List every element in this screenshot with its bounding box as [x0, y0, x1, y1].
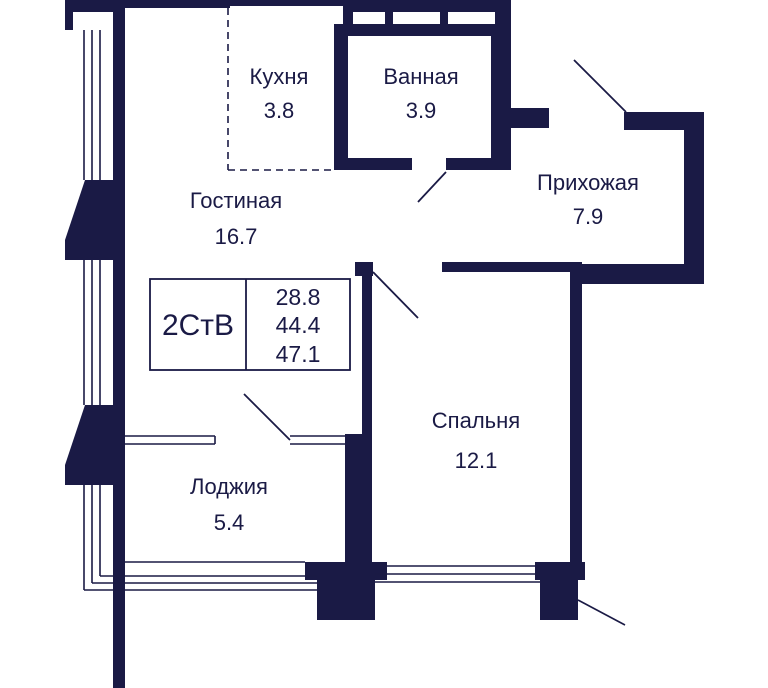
- living-room-area: 16.7: [215, 224, 258, 249]
- unit-badge: 2СтВ 28.8 44.4 47.1: [149, 278, 351, 371]
- bathroom-name: Ванная: [383, 64, 458, 89]
- glazing-lines: [83, 8, 626, 626]
- walls: [65, 0, 704, 688]
- loggia-area: 5.4: [214, 510, 245, 535]
- bedroom-area: 12.1: [455, 448, 498, 473]
- living-area-value: 28.8: [276, 284, 321, 310]
- total-area-value: 44.4: [276, 312, 321, 338]
- area-with-loggia-value: 47.1: [276, 341, 321, 367]
- room-labels: Кухня 3.8 Ванная 3.9 Прихожая 7.9 Гостин…: [190, 64, 639, 535]
- kitchen-name: Кухня: [250, 64, 309, 89]
- door-swings: [243, 59, 627, 441]
- badge-frame: [149, 278, 351, 371]
- unit-type-code: 2СтВ: [162, 309, 234, 342]
- bedroom-name: Спальня: [432, 408, 520, 433]
- bathroom-area: 3.9: [406, 98, 437, 123]
- hallway-name: Прихожая: [537, 170, 639, 195]
- kitchen-area: 3.8: [264, 98, 295, 123]
- living-room-name: Гостиная: [190, 188, 282, 213]
- loggia-name: Лоджия: [190, 474, 268, 499]
- hallway-area: 7.9: [573, 204, 604, 229]
